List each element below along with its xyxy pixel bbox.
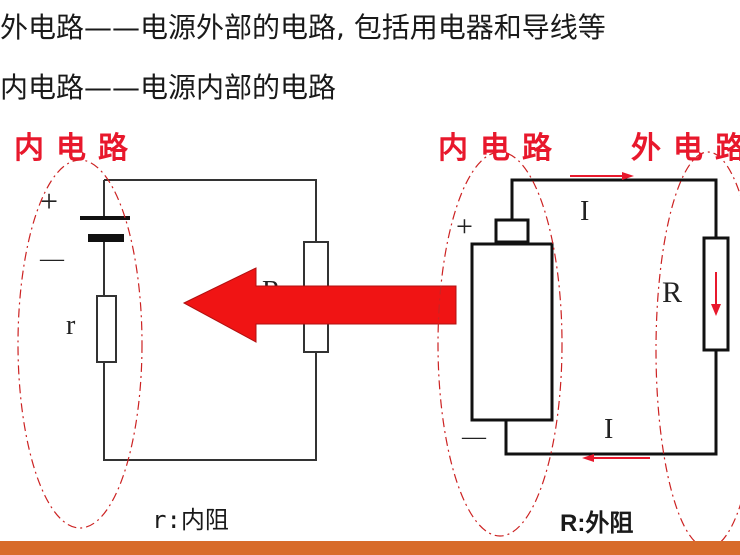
- label-inner-circuit-left: 内电路: [14, 131, 140, 166]
- battery-terminal-cap: [494, 218, 530, 244]
- label-outer-circuit: 外电路: [631, 131, 740, 166]
- big-red-arrow: [182, 267, 457, 343]
- top-current-label: I: [580, 196, 589, 227]
- bottom-current-arrow-head: [582, 454, 594, 462]
- top-current-arrow-head: [622, 172, 634, 180]
- right-R-label: R: [662, 276, 682, 309]
- battery-cell-body: [470, 242, 554, 422]
- external-resistance-label: R:外阻: [560, 510, 634, 537]
- bottom-current-label: I: [604, 414, 613, 445]
- right-wire-loop: [504, 178, 718, 456]
- right-minus-sign: —: [461, 424, 487, 450]
- resistor-current-arrow-head: [711, 304, 721, 316]
- left-circuit: [103, 179, 317, 461]
- right-plus-sign: +: [456, 210, 473, 243]
- label-inner-circuit-right: 内电路: [438, 131, 564, 166]
- heading-internal-circuit: 内电路——电源内部的电路: [0, 71, 337, 104]
- heading-external-circuit: 外电路——电源外部的电路, 包括用电器和导线等: [0, 11, 606, 44]
- right-inner-ellipse: [437, 151, 563, 537]
- left-plus-sign: +: [40, 183, 58, 219]
- left-inner-ellipse: [17, 159, 143, 529]
- internal-resistance-label: r:内阻: [152, 506, 229, 534]
- internal-resistor: [96, 295, 117, 363]
- left-minus-sign: —: [39, 246, 65, 272]
- bottom-accent-bar: [0, 541, 740, 555]
- left-r-label: r: [66, 310, 76, 341]
- left-wire-loop: [103, 179, 317, 461]
- right-circuit: [504, 178, 718, 456]
